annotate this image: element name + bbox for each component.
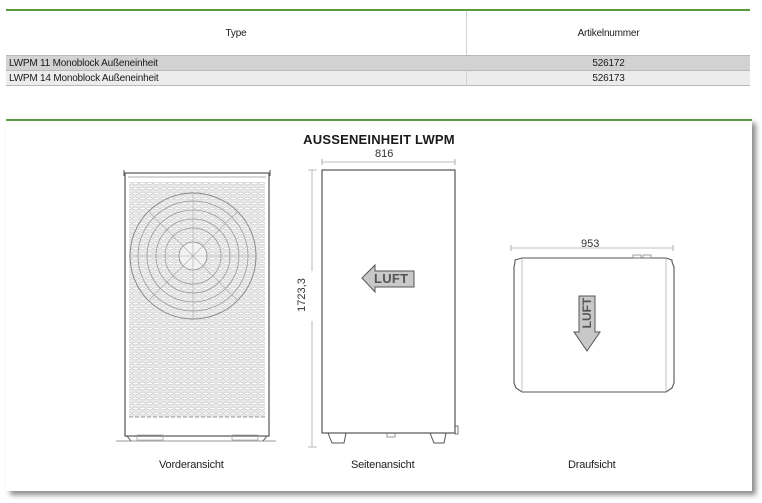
cell-article-number: 526173 <box>466 70 750 86</box>
front-view-drawing <box>116 170 276 442</box>
caption-top-view: Draufsicht <box>568 459 616 471</box>
top-view-drawing <box>510 245 675 393</box>
technical-drawing-card: AUSSENEINHEIT LWPM <box>6 119 752 491</box>
column-header-type: Type <box>6 11 467 56</box>
airflow-arrow-left-icon <box>361 263 415 294</box>
caption-front-view: Vorderansicht <box>159 459 224 471</box>
side-view-drawing <box>308 159 459 448</box>
drawing-title: AUSSENEINHEIT LWPM <box>303 132 455 147</box>
drawing-canvas <box>116 159 675 448</box>
product-table: Type Artikelnummer LWPM 11 Monoblock Auß… <box>6 11 750 86</box>
dimension-width-top: 953 <box>581 238 600 250</box>
dimension-width-side: 816 <box>375 148 394 160</box>
product-table-container: Type Artikelnummer LWPM 11 Monoblock Auß… <box>6 9 750 86</box>
cell-article-number: 526172 <box>466 55 750 71</box>
dimension-height: 1723,3 <box>296 278 308 312</box>
table-row: LWPM 11 Monoblock Außeneinheit 526172 <box>6 55 750 71</box>
fan-grille-icon <box>129 192 257 320</box>
table-row: LWPM 14 Monoblock Außeneinheit 526173 <box>6 70 750 86</box>
caption-side-view: Seitenansicht <box>351 459 415 471</box>
column-header-article-number: Artikelnummer <box>466 11 750 56</box>
airflow-arrow-down-icon <box>573 295 601 352</box>
airflow-label-top: LUFT <box>580 297 594 329</box>
airflow-label-side: LUFT <box>374 271 409 286</box>
cell-type: LWPM 11 Monoblock Außeneinheit <box>6 55 467 71</box>
cell-type: LWPM 14 Monoblock Außeneinheit <box>6 70 467 86</box>
table-header-row: Type Artikelnummer <box>6 11 750 56</box>
